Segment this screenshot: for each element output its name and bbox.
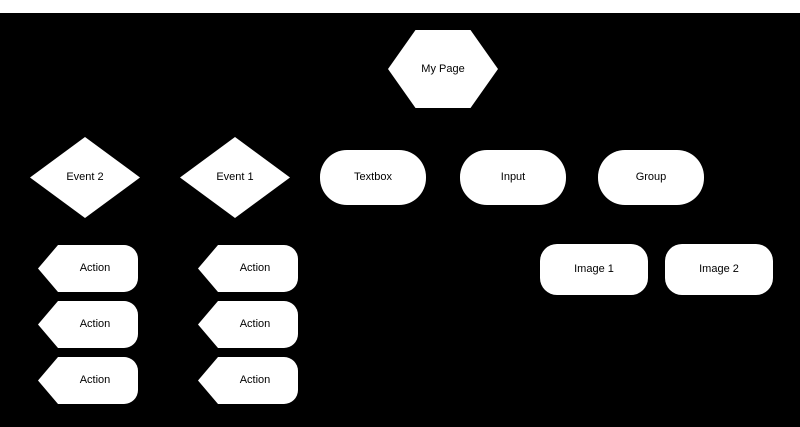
node-action-1-3[interactable]: Action — [38, 357, 138, 404]
node-action-2-3[interactable]: Action — [198, 357, 298, 404]
node-label: Image 1 — [574, 263, 614, 275]
node-label: Image 2 — [699, 263, 739, 275]
node-group[interactable]: Group — [598, 150, 704, 205]
node-label: Event 2 — [66, 171, 104, 183]
node-image-2[interactable]: Image 2 — [665, 244, 773, 295]
node-action-1-1[interactable]: Action — [38, 245, 138, 292]
node-action-1-2[interactable]: Action — [38, 301, 138, 348]
node-label: My Page — [421, 62, 465, 75]
node-action-2-1[interactable]: Action — [198, 245, 298, 292]
node-label: Action — [239, 374, 271, 386]
node-image-1[interactable]: Image 1 — [540, 244, 648, 295]
node-label: Input — [500, 171, 526, 183]
node-label: Action — [79, 262, 111, 274]
node-textbox[interactable]: Textbox — [320, 150, 426, 205]
node-label: Textbox — [354, 171, 392, 183]
node-label: Action — [239, 318, 271, 330]
node-label: Action — [79, 374, 111, 386]
node-action-2-2[interactable]: Action — [198, 301, 298, 348]
node-input[interactable]: Input — [460, 150, 566, 205]
node-label: Event 1 — [216, 171, 254, 183]
node-label: Group — [635, 171, 667, 183]
node-label: Action — [79, 318, 111, 330]
node-label: Action — [239, 262, 271, 274]
